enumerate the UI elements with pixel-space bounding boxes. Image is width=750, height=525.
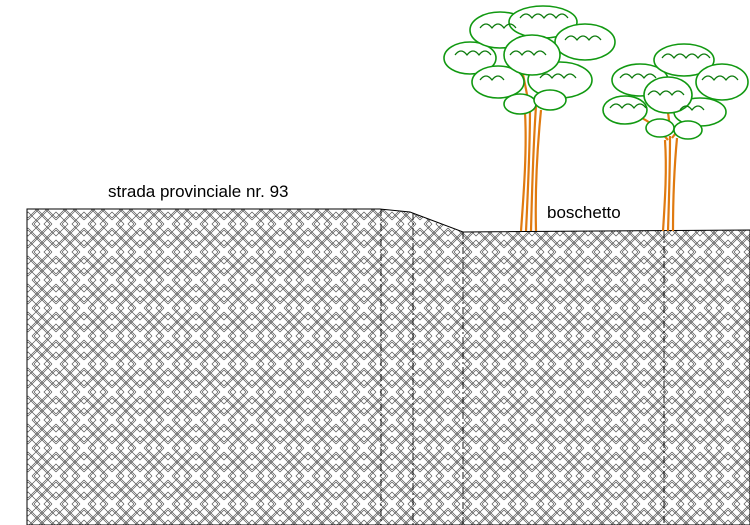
terrain-section (26, 208, 750, 525)
road-label: strada provinciale nr. 93 (108, 182, 289, 201)
tree-icon (602, 43, 749, 232)
section-lines (380, 209, 665, 525)
grove-label: boschetto (547, 203, 621, 222)
tree-icon (443, 5, 616, 232)
